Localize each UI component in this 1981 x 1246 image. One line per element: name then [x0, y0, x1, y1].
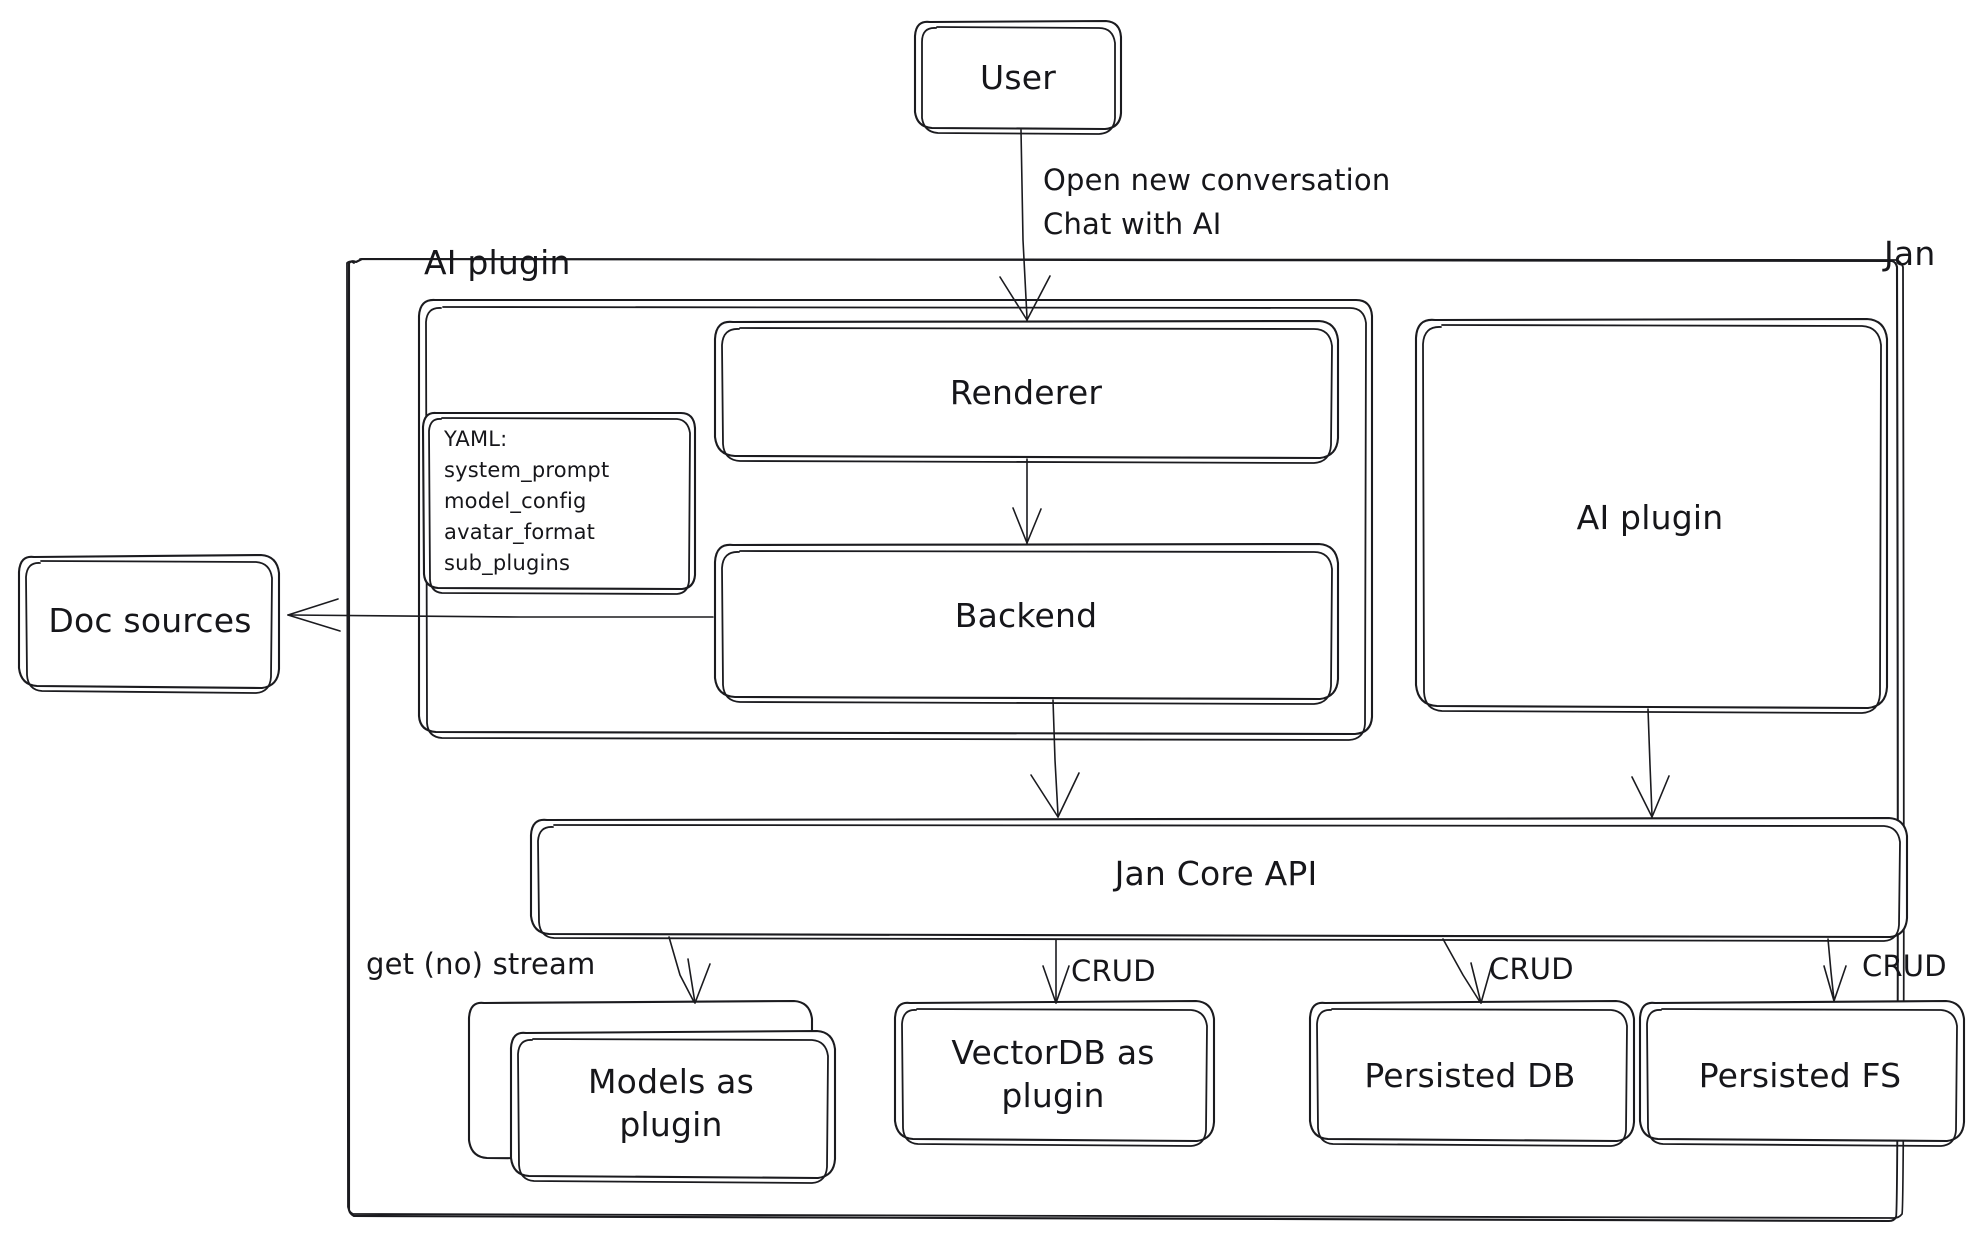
backend-box-shape — [713, 542, 1340, 705]
models-plugin-front-box-shape — [509, 1029, 837, 1184]
ai-plugin-box-shape — [1414, 317, 1889, 714]
ai-plugin-node[interactable] — [1416, 318, 1888, 712]
renderer-box-shape — [713, 319, 1340, 464]
arrow-backend-to-doc-sources — [287, 598, 714, 632]
jan-core-api-box-shape — [529, 816, 1909, 942]
user-box-shape — [913, 19, 1123, 135]
persisted-fs-box-shape — [1638, 999, 1966, 1147]
arrow-core-to-models — [668, 936, 711, 1004]
jan-container-shape — [345, 257, 1905, 1223]
arrow-user-to-renderer — [999, 129, 1051, 321]
arrow-renderer-to-backend — [1012, 458, 1042, 544]
arrow-core-to-persisted-db — [1442, 938, 1493, 1004]
user-node[interactable] — [915, 20, 1122, 133]
doc-sources-node[interactable] — [19, 555, 280, 693]
persisted-db-box-shape — [1308, 999, 1636, 1147]
renderer-node[interactable] — [715, 320, 1339, 460]
ai-plugin-group-shape — [417, 298, 1374, 741]
persisted-fs-node[interactable] — [1640, 1001, 1965, 1147]
arrow-core-to-vectordb — [1042, 939, 1070, 1004]
doc-sources-box-shape — [17, 553, 281, 694]
vectordb-plugin-box-shape — [893, 999, 1216, 1147]
jan-core-api-node[interactable] — [531, 818, 1908, 940]
yaml-note-node[interactable] — [423, 412, 696, 594]
arrow-aiplugin-to-core — [1631, 708, 1670, 818]
arrow-backend-to-core — [1030, 699, 1080, 818]
vectordb-plugin-node[interactable] — [895, 1001, 1215, 1147]
yaml-note-box-shape — [421, 411, 697, 595]
backend-node[interactable] — [715, 543, 1339, 703]
arrow-core-to-persisted-fs — [1823, 938, 1847, 1002]
models-plugin-node[interactable] — [469, 1001, 836, 1183]
persisted-db-node[interactable] — [1310, 1001, 1635, 1147]
